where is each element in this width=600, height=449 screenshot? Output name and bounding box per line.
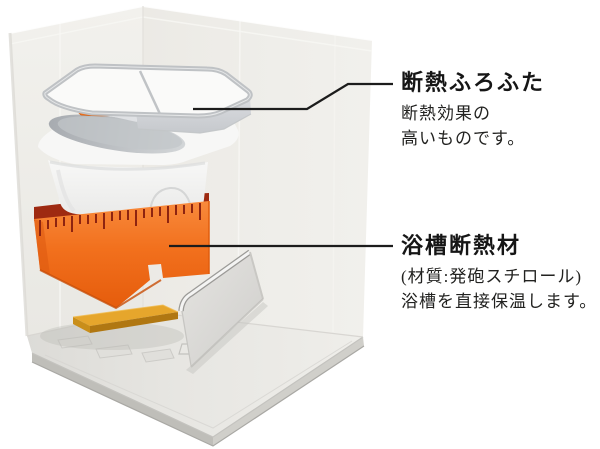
- tub-insulation-shell: [34, 105, 239, 310]
- callout-leader-lines: [169, 82, 393, 248]
- callout-lid-desc-line2: 高いものです。: [401, 129, 526, 148]
- callout-tub-insulation-desc-line2: 浴槽を直接保温します。: [401, 292, 598, 311]
- callout-tub-insulation: 浴槽断熱材 (材質:発砲スチロール) 浴槽を直接保温します。: [401, 233, 600, 314]
- shell-tick-marks: [39, 203, 201, 236]
- bath-apron-panel: [178, 249, 268, 374]
- bath-lid: [42, 63, 253, 134]
- lid-split-line: [138, 70, 162, 115]
- callout-lid: 断熱ふろふた 断熱効果の 高いものです。: [401, 70, 600, 151]
- leader-line-lid: [193, 82, 393, 111]
- callout-tub-insulation-desc-line1: (材質:発砲スチロール): [401, 267, 583, 286]
- floor-insulation-panel: [72, 304, 179, 333]
- callout-tub-insulation-title: 浴槽断熱材: [401, 233, 522, 258]
- callout-lid-desc-line1: 断熱効果の: [401, 104, 491, 123]
- bathtub: [38, 105, 239, 220]
- floor-platform: [26, 310, 365, 447]
- callout-lid-title: 断熱ふろふた: [401, 70, 546, 95]
